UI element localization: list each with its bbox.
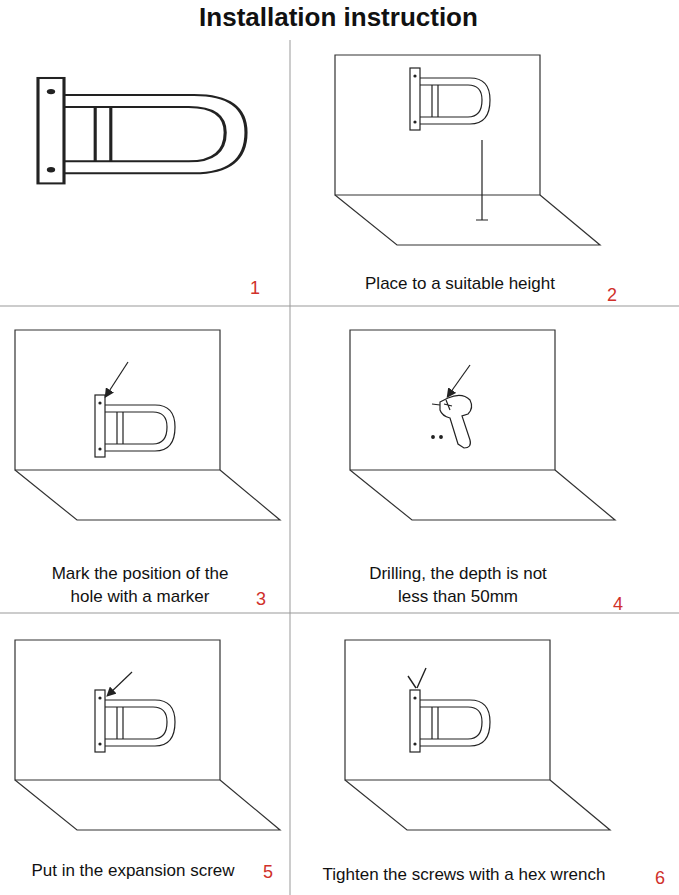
wall-corner xyxy=(350,330,615,520)
height-marker xyxy=(476,140,488,220)
step-caption: Drilling, the depth is not less than 50m… xyxy=(368,563,548,609)
grab-bar xyxy=(410,68,490,130)
screw-arrow xyxy=(108,672,132,695)
step-number: 6 xyxy=(655,866,665,890)
grab-bar xyxy=(95,395,175,457)
wall-corner xyxy=(15,330,280,520)
drill xyxy=(432,395,472,448)
step-number: 2 xyxy=(607,283,617,307)
step-caption: Tighten the screws with a hex wrench xyxy=(294,864,634,887)
wall-corner xyxy=(15,640,280,830)
marker-arrow xyxy=(106,362,128,396)
hex-wrench xyxy=(408,668,426,688)
wall-corner xyxy=(335,55,600,245)
step-number: 5 xyxy=(263,860,273,884)
grab-bar xyxy=(95,690,175,752)
grab-bar xyxy=(410,690,490,752)
step-caption: Place to a suitable height xyxy=(310,273,610,296)
grab-bar xyxy=(38,78,246,183)
panel-divider xyxy=(0,40,679,895)
step-caption: Put in the expansion screw xyxy=(6,860,260,883)
step-number: 3 xyxy=(256,587,266,611)
drill-arrow xyxy=(448,365,470,396)
wall-corner xyxy=(345,640,610,830)
title: Installation instruction xyxy=(0,0,678,35)
step-number: 4 xyxy=(613,592,623,616)
step-number: 1 xyxy=(250,276,260,300)
step-caption: Mark the position of the hole with a mar… xyxy=(50,563,230,609)
